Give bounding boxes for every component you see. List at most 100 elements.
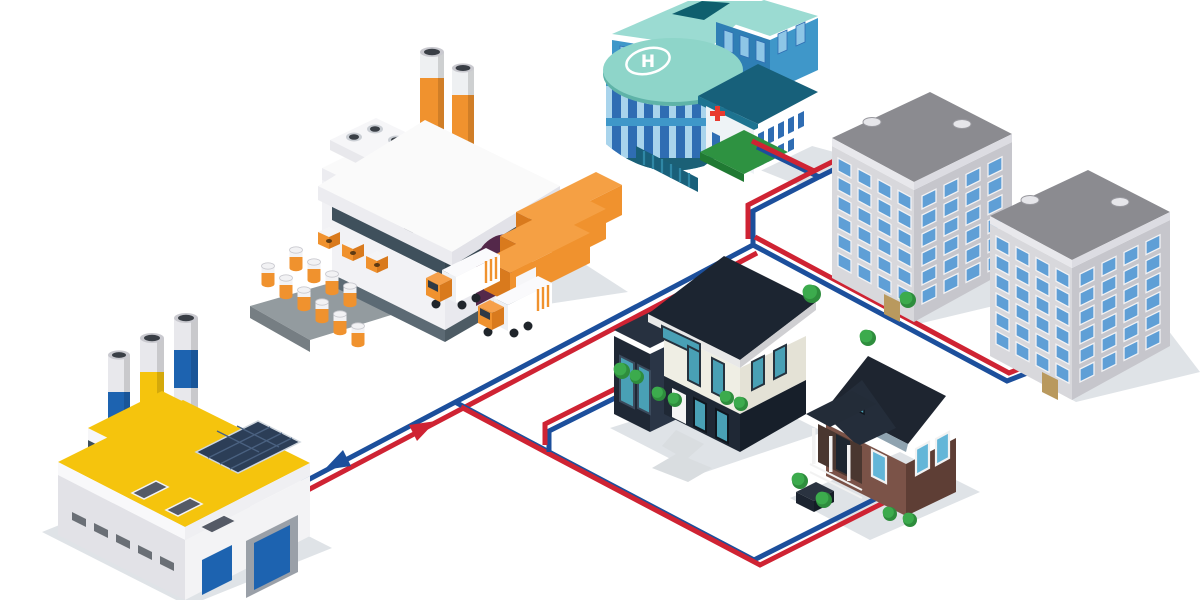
roof-vent bbox=[1110, 197, 1130, 207]
window bbox=[965, 242, 981, 265]
cottage-gable bbox=[822, 380, 896, 446]
window bbox=[1145, 252, 1161, 275]
window bbox=[921, 226, 937, 249]
window bbox=[857, 243, 872, 266]
window bbox=[1015, 302, 1030, 325]
window bbox=[837, 194, 852, 218]
modern-house-roof bbox=[648, 256, 816, 360]
window bbox=[1123, 301, 1139, 324]
hospital-roof-skylight bbox=[672, 1, 730, 20]
apartment-block-1 bbox=[832, 92, 1012, 322]
window bbox=[1015, 264, 1030, 287]
window bbox=[965, 204, 981, 227]
barrel bbox=[307, 258, 321, 284]
bush-highlight bbox=[859, 329, 873, 343]
window bbox=[1145, 328, 1161, 351]
window bbox=[943, 177, 959, 200]
window bbox=[1079, 342, 1095, 365]
window bbox=[1079, 323, 1095, 346]
window bbox=[1015, 283, 1030, 306]
window bbox=[877, 235, 892, 258]
hospital-fence-slats bbox=[642, 151, 691, 187]
apartment-1-door bbox=[884, 294, 900, 322]
window bbox=[877, 216, 892, 239]
window bbox=[995, 272, 1010, 296]
window bbox=[1055, 305, 1070, 328]
window bbox=[1101, 350, 1117, 373]
window bbox=[995, 234, 1010, 258]
window bbox=[921, 188, 937, 211]
bushes bbox=[613, 284, 917, 527]
bush-highlight bbox=[791, 472, 805, 486]
helipad-h-label: H bbox=[641, 52, 655, 72]
window bbox=[1101, 312, 1117, 335]
window bbox=[1035, 351, 1050, 374]
window bbox=[877, 178, 892, 201]
barrels bbox=[261, 246, 365, 348]
window bbox=[1015, 340, 1030, 363]
plant-door bbox=[254, 525, 290, 590]
barrel bbox=[343, 282, 357, 308]
window bbox=[921, 283, 937, 306]
window bbox=[995, 291, 1010, 315]
window bbox=[943, 234, 959, 257]
window bbox=[965, 166, 981, 189]
window bbox=[1079, 304, 1095, 327]
window bbox=[857, 205, 872, 228]
barrel bbox=[279, 274, 293, 300]
window bbox=[1145, 309, 1161, 332]
window bbox=[837, 251, 852, 275]
roof-vent bbox=[862, 117, 882, 127]
window bbox=[1123, 244, 1139, 267]
window bbox=[877, 273, 892, 296]
apartment-1-windows-left bbox=[837, 156, 912, 307]
barrel bbox=[315, 298, 329, 324]
window bbox=[995, 253, 1010, 277]
window bbox=[995, 310, 1010, 334]
window bbox=[857, 186, 872, 209]
cottage-roof bbox=[830, 356, 946, 444]
red-cross-icon bbox=[710, 106, 725, 121]
window bbox=[1101, 274, 1117, 297]
window bbox=[1055, 343, 1070, 366]
bush-highlight bbox=[629, 369, 641, 381]
window bbox=[897, 246, 912, 269]
truck bbox=[426, 248, 500, 310]
window bbox=[965, 261, 981, 284]
barrel bbox=[289, 246, 303, 272]
hospital-building: H bbox=[603, 0, 818, 192]
bush-highlight bbox=[815, 491, 829, 505]
plant-window bbox=[202, 545, 232, 595]
delivery-trucks bbox=[426, 248, 552, 338]
window bbox=[1101, 331, 1117, 354]
window bbox=[995, 329, 1010, 353]
cottage-house bbox=[796, 356, 956, 516]
apartment-2-windows-right bbox=[1079, 233, 1161, 384]
window bbox=[1145, 290, 1161, 313]
house-branch-pipes bbox=[453, 381, 897, 568]
window bbox=[897, 189, 912, 212]
apartment-2-windows-left bbox=[995, 234, 1070, 385]
bush-highlight bbox=[613, 362, 627, 376]
power-plant bbox=[58, 313, 310, 600]
bush-highlight bbox=[667, 392, 679, 404]
window bbox=[897, 208, 912, 231]
bush-highlight bbox=[802, 284, 817, 299]
return-flow-arrow bbox=[324, 450, 351, 470]
window bbox=[965, 223, 981, 246]
bush-highlight bbox=[733, 396, 745, 408]
window bbox=[943, 272, 959, 295]
plant-skylights bbox=[130, 480, 238, 534]
window bbox=[837, 232, 852, 256]
window bbox=[921, 245, 937, 268]
window bbox=[1079, 266, 1095, 289]
roof-vent bbox=[952, 119, 972, 129]
supply-flow-arrow bbox=[409, 421, 436, 441]
window bbox=[987, 174, 1003, 197]
bush-highlight bbox=[902, 512, 914, 524]
hospital-wing-roof bbox=[698, 64, 818, 124]
window bbox=[1079, 361, 1095, 384]
hospital-back-windows bbox=[723, 21, 806, 64]
barrel bbox=[261, 262, 275, 288]
bush-highlight bbox=[651, 386, 663, 398]
